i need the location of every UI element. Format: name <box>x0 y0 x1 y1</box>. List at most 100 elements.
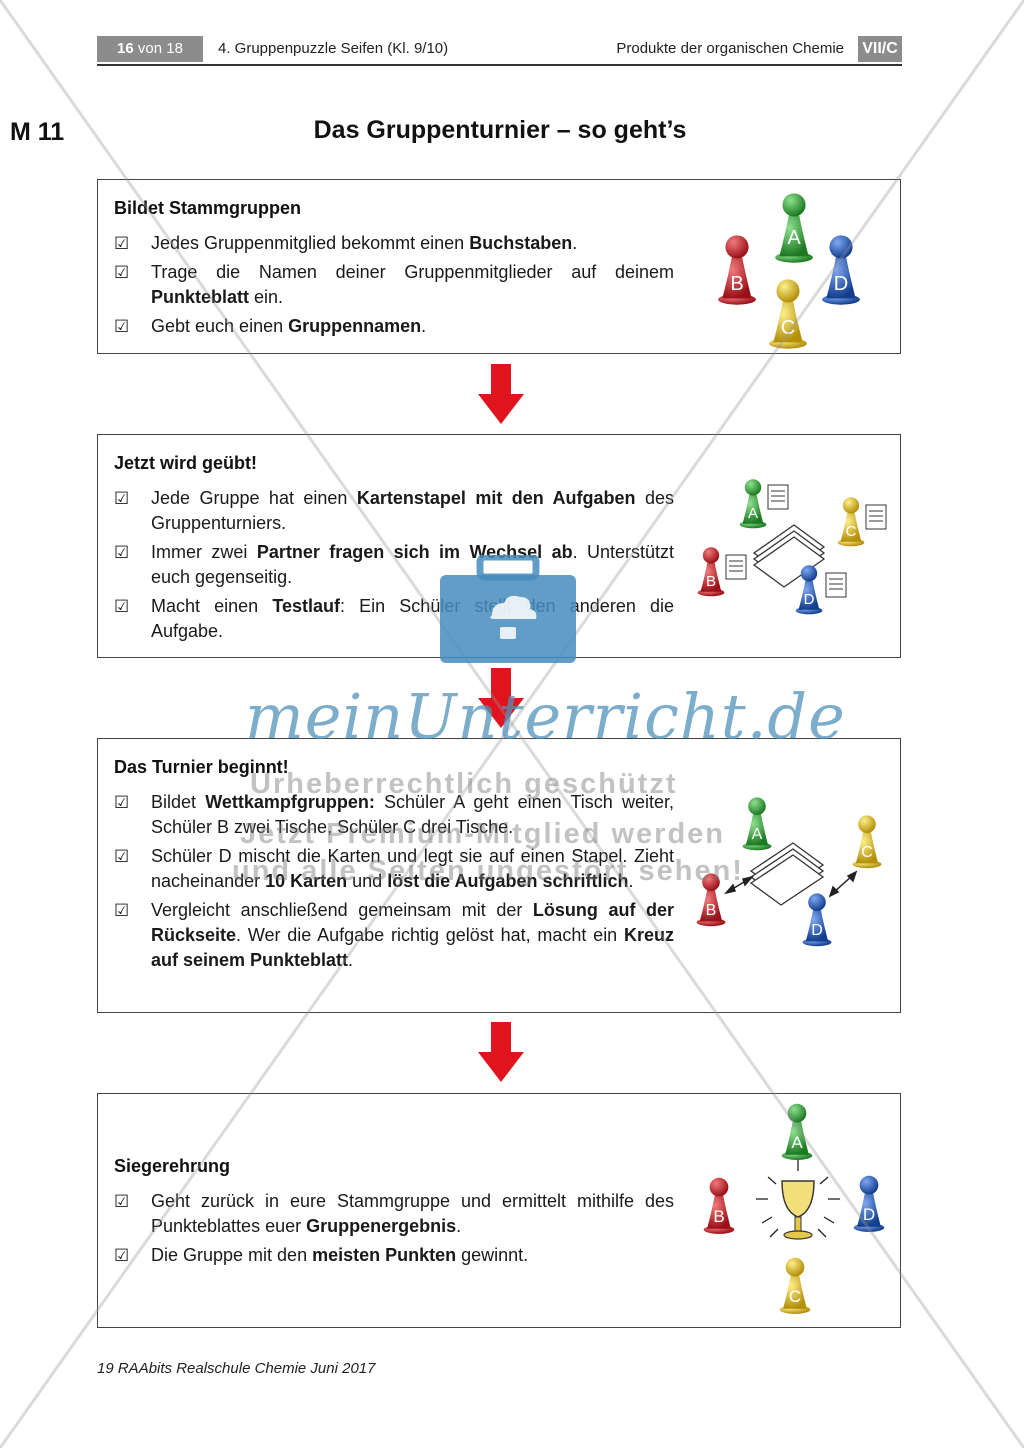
item-text: Immer zwei <box>151 542 257 562</box>
watermark-copyright: Urheberrechtlich geschützt <box>250 768 678 800</box>
checklist-item: ☑Schüler D mischt die Karten und legt si… <box>114 844 674 894</box>
checklist: ☑Bildet Wettkampfgruppen: Schüler A geht… <box>114 790 674 977</box>
section-heading: Siegerehrung <box>114 1156 231 1176</box>
header-subject: Produkte der organischen Chemie <box>616 40 844 57</box>
pawn-b-icon: B <box>718 235 756 305</box>
pawn-letter: B <box>713 1207 724 1226</box>
worksheet-icon <box>767 484 789 510</box>
card-stack-icon <box>752 524 826 588</box>
pawn-letter: A <box>787 227 801 249</box>
trophy-icon <box>756 1159 840 1240</box>
tournament-illustration: A C B D <box>696 797 882 947</box>
checkbox-checked-icon: ☑ <box>114 901 130 920</box>
pawn-letter: B <box>706 902 717 919</box>
card-stack-icon <box>749 842 825 906</box>
item-text: Schüler A geht einen Tisch weiter, Schül… <box>151 792 675 837</box>
item-text: Gebt euch einen <box>151 316 289 336</box>
page-total: von 18 <box>137 40 183 57</box>
checklist-item: ☑Immer zwei Partner fragen sich im Wechs… <box>114 540 674 590</box>
checkbox-checked-icon: ☑ <box>114 543 130 562</box>
flow-arrow-down-icon <box>478 668 524 728</box>
checklist-item: ☑Geht zurück in eure Stammgruppe und erm… <box>114 1189 674 1239</box>
emphasis-text: Gruppennamen <box>288 316 422 336</box>
item-text: . <box>628 871 634 891</box>
pawn-d-icon: D <box>795 565 823 615</box>
pawn-a-icon: A <box>742 797 772 851</box>
pawn-letter: C <box>781 317 795 339</box>
pawns-group-illustration: A B D C <box>718 193 860 349</box>
flow-arrow-down-icon <box>478 364 524 424</box>
checklist-item: ☑Gebt euch einen Gruppennamen. <box>114 314 674 339</box>
item-text: Macht einen <box>151 596 273 616</box>
flow-arrow-down-icon <box>478 1022 524 1082</box>
checklist: ☑Jedes Gruppenmitglied bekommt einen Buc… <box>114 231 674 343</box>
checklist-item: ☑Macht einen Testlauf: Ein Schüler stell… <box>114 594 674 644</box>
pawn-letter: D <box>834 273 848 295</box>
section-ueben: Jetzt wird geübt! ☑ Jede Gruppe hat einen… <box>97 434 901 658</box>
checkbox-checked-icon: ☑ <box>114 489 130 508</box>
page-title: Das Gruppenturnier – so geht’s <box>313 116 687 144</box>
pawn-d-icon: D <box>853 1175 885 1232</box>
item-text: Bildet <box>151 792 206 812</box>
checkbox-checked-icon: ☑ <box>114 793 130 812</box>
pawn-b-icon: B <box>696 873 726 927</box>
section-heading: Das Turnier beginnt! <box>114 757 289 777</box>
header-section-code: VII/C <box>858 36 902 62</box>
section-turnier: Das Turnier beginnt! ☑Bildet Wettkampfgr… <box>97 738 901 1013</box>
pawn-d-icon: D <box>822 235 860 305</box>
pawn-c-icon: C <box>852 815 882 869</box>
section-siegerehrung: Siegerehrung ☑Geht zurück in eure Stammg… <box>97 1093 901 1328</box>
section-heading: Jetzt wird geübt! <box>114 453 257 473</box>
pawn-letter: C <box>789 1287 801 1306</box>
header-unit-title: 4. Gruppenpuzzle Seifen (Kl. 9/10) <box>218 40 449 57</box>
checklist-item: ☑Jedes Gruppenmitglied bekommt einen Buc… <box>114 231 674 256</box>
checkbox-checked-icon: ☑ <box>114 597 130 616</box>
item-text: und <box>347 871 388 891</box>
item-text: des Gruppenturniers. <box>151 488 675 533</box>
emphasis-text: Lösung auf der Rückseite <box>151 900 674 945</box>
pawn-a-icon: A <box>781 1103 813 1160</box>
emphasis-text: Gruppenergebnis <box>306 1216 457 1236</box>
pawn-b-icon: B <box>697 547 725 597</box>
emphasis-text: Testlauf <box>272 596 341 616</box>
pawn-letter: D <box>863 1205 875 1224</box>
arrow-shape <box>478 364 524 424</box>
emphasis-text: Kartenstapel mit den Aufgaben <box>356 488 636 508</box>
checklist-item: ☑Trage die Namen deiner Gruppenmitgliede… <box>114 260 674 310</box>
page-number: 16 <box>117 40 134 57</box>
pawn-letter: C <box>861 844 873 861</box>
item-text: Jede Gruppe hat einen <box>151 488 357 508</box>
worksheet-icon <box>865 504 887 530</box>
emphasis-text: Kreuz auf seinem Punkteblatt <box>151 925 674 970</box>
item-text: Die Gruppe mit den <box>151 1245 313 1265</box>
checkbox-checked-icon: ☑ <box>114 847 130 866</box>
pawn-letter: A <box>752 826 763 843</box>
checklist: ☑Geht zurück in eure Stammgruppe und erm… <box>114 1189 674 1272</box>
pawn-d-icon: D <box>802 893 832 947</box>
emphasis-text: löst die Aufgaben schriftlich <box>387 871 629 891</box>
watermark-briefcase-icon <box>440 555 576 663</box>
pawn-letter: A <box>748 505 758 522</box>
double-arrow-icon <box>723 870 858 898</box>
pawn-c-icon: C <box>837 497 865 547</box>
watermark-view-all: und alle Seiten ungestört sehen! <box>232 855 744 887</box>
page-number-badge: 16 von 18 <box>97 36 203 62</box>
item-text: . <box>572 233 578 253</box>
item-text: . Unterstützt euch gegenseitig. <box>151 542 675 587</box>
pawn-letter: D <box>811 922 823 939</box>
item-text: Trage die Namen deiner Gruppenmitglieder… <box>151 262 674 282</box>
pawn-letter: B <box>706 573 716 590</box>
item-text: . <box>421 316 427 336</box>
worksheet-icon <box>725 554 747 580</box>
award-ceremony-illustration: A B D C <box>703 1103 885 1314</box>
checklist-item: ☑ Jede Gruppe hat einen Kartenstapel mit … <box>114 486 674 536</box>
pawn-c-icon: C <box>769 279 807 349</box>
pawn-letter: B <box>730 273 743 295</box>
checklist-item: ☑Vergleicht anschließend gemeinsam mit d… <box>114 898 674 973</box>
emphasis-text: Punkteblatt <box>151 287 250 307</box>
checkbox-checked-icon: ☑ <box>114 234 130 253</box>
worksheet-icon <box>825 572 847 598</box>
checkbox-checked-icon: ☑ <box>114 1246 130 1265</box>
item-text: . Wer die Aufgabe richtig gelöst hat, ma… <box>236 925 624 945</box>
emphasis-text: 10 Karten <box>265 871 348 891</box>
